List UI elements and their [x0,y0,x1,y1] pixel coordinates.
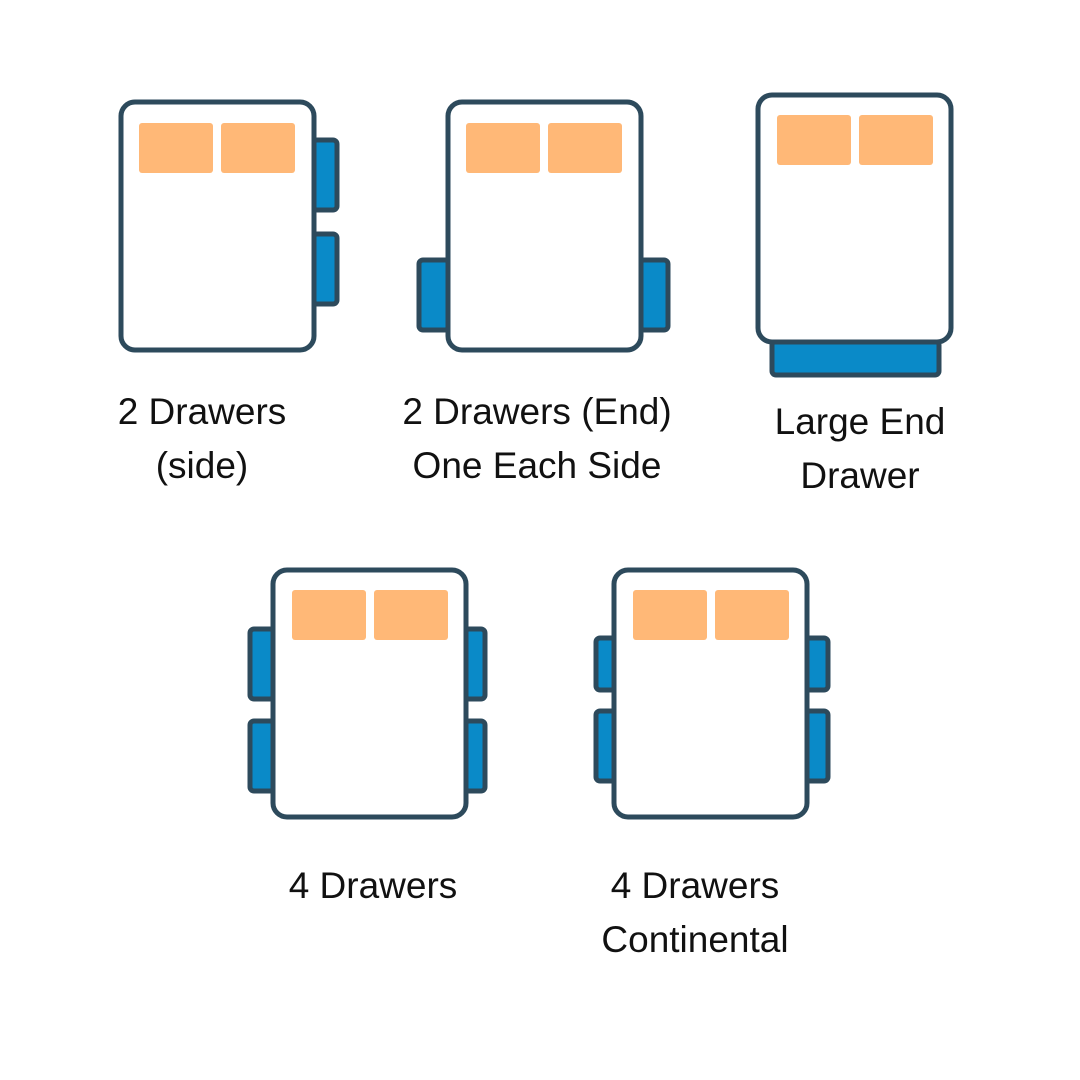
drawer [769,338,942,378]
bed-large-end-drawer [755,92,954,378]
caption-line: 4 Drawers [288,865,458,906]
pillow [859,115,933,165]
pillow [715,590,789,640]
bed-four-drawers [247,567,488,820]
caption-line: 2 Drawers (End) [402,391,672,432]
caption-two-drawers-end: 2 Drawers (End) One Each Side [372,385,702,493]
pillow [633,590,707,640]
caption-line: Continental [601,919,789,960]
bed-two-drawers-end [416,99,671,353]
pillow [374,590,448,640]
pillow [777,115,851,165]
drawer [637,257,671,333]
pillow [139,123,213,173]
drawer [247,626,277,702]
pillow [221,123,295,173]
bed-two-drawers-side [118,99,340,353]
caption-line: (side) [155,445,249,486]
caption-line: Large End [774,401,946,442]
drawer [310,231,340,307]
drawer [416,257,452,333]
drawer [310,137,340,213]
bed-four-drawers-continental [593,567,831,820]
drawer [247,718,277,794]
caption-four-drawers: 4 Drawers [248,859,498,913]
caption-line: 2 Drawers [117,391,287,432]
pillow [548,123,622,173]
pillow [466,123,540,173]
caption-line: Drawer [800,455,920,496]
caption-two-drawers-side: 2 Drawers (side) [72,385,332,493]
caption-four-drawers-continental: 4 Drawers Continental [570,859,820,967]
caption-large-end-drawer: Large End Drawer [735,395,985,503]
caption-line: 4 Drawers [610,865,780,906]
pillow [292,590,366,640]
caption-line: One Each Side [412,445,662,486]
